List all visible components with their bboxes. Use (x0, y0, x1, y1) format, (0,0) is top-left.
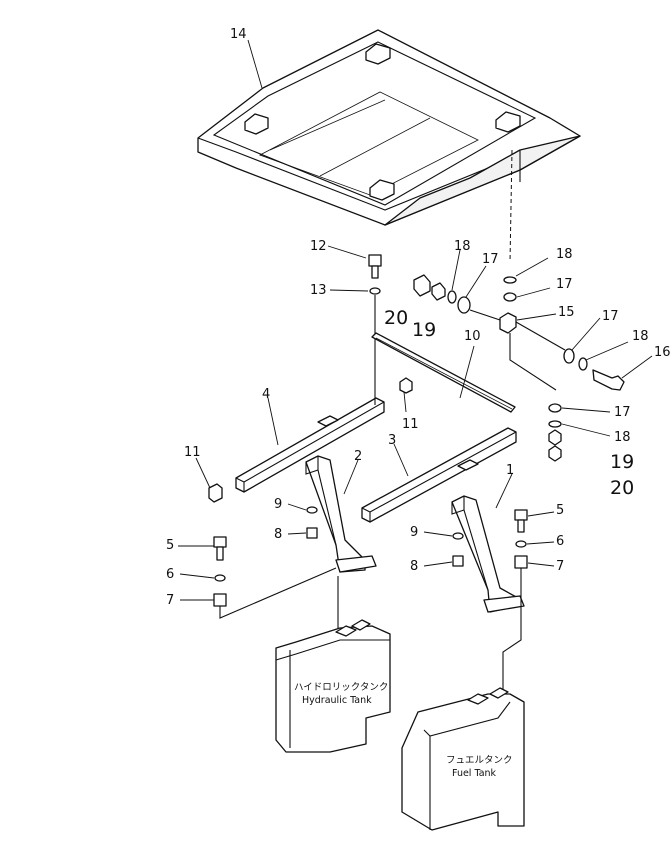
callout-18-bolt: 18 (632, 329, 649, 344)
callout-7-right: 7 (556, 559, 564, 574)
bolt-12 (368, 254, 382, 279)
callout-17-lower: 17 (614, 405, 631, 420)
callout-10: 10 (464, 329, 481, 344)
fuel-tank-label-en: Fuel Tank (452, 768, 497, 779)
callout-7-left: 7 (166, 593, 174, 608)
callout-18-upper-right: 18 (556, 247, 573, 262)
callout-19-lower: 19 (610, 451, 634, 473)
fuel-tank-label-jp: フュエルタンク (446, 755, 513, 766)
callout-labels: 14 12 13 18 17 20 19 18 17 15 17 18 16 1… (166, 27, 671, 608)
washer-9-left (306, 506, 318, 514)
hydraulic-tank-label-jp: ハイドロリックタンク (294, 682, 388, 693)
callout-13: 13 (310, 283, 327, 298)
leader-lines (178, 39, 653, 601)
beam-3 (361, 427, 517, 523)
clamp-15 (499, 312, 566, 391)
fastener-set-right (502, 509, 528, 690)
bolt-8-right (452, 555, 464, 567)
washer-18-top (503, 276, 517, 284)
callout-17-upper-left: 17 (482, 252, 499, 267)
nut-stack-right (548, 403, 562, 462)
callout-9-right: 9 (410, 525, 418, 540)
fuel-tank (401, 687, 525, 831)
hydraulic-tank-label-en: Hydraulic Tank (302, 695, 372, 706)
callout-6-left: 6 (166, 567, 174, 582)
support-stand-1 (451, 495, 525, 613)
callout-8-right: 8 (410, 559, 418, 574)
callout-20-lower: 20 (610, 477, 634, 499)
callout-6-right: 6 (556, 534, 564, 549)
callout-12: 12 (310, 239, 327, 254)
callout-14: 14 (230, 27, 247, 42)
callout-5-right: 5 (556, 503, 564, 518)
beam-4 (235, 395, 385, 493)
bracket-11-mid (399, 377, 413, 394)
callout-3: 3 (388, 433, 396, 448)
dashed-alignment-line (509, 149, 513, 263)
callout-18-lower: 18 (614, 430, 631, 445)
nut-stack-left (413, 274, 501, 321)
washer-9-right (452, 532, 464, 540)
callout-2: 2 (354, 449, 362, 464)
bar-10 (371, 332, 516, 413)
washer-13 (369, 287, 381, 295)
bolt-16-assembly (563, 348, 625, 391)
callout-8-left: 8 (274, 527, 282, 542)
bracket-11-left (208, 483, 223, 503)
callout-19-upper: 19 (412, 319, 436, 341)
callout-9-left: 9 (274, 497, 282, 512)
support-stand-2 (305, 455, 377, 573)
callout-11-mid: 11 (402, 417, 419, 432)
callout-11-left: 11 (184, 445, 201, 460)
cover-plate (197, 29, 581, 226)
callout-16: 16 (654, 345, 671, 360)
callout-4: 4 (262, 387, 270, 402)
washer-17-top (503, 292, 517, 302)
callout-5-left: 5 (166, 538, 174, 553)
callout-1: 1 (506, 463, 514, 478)
callout-20-upper: 20 (384, 307, 408, 329)
callout-17-upper-right: 17 (556, 277, 573, 292)
bolt-8-left (306, 527, 318, 539)
hydraulic-tank (275, 619, 391, 753)
callout-18-upper-left: 18 (454, 239, 471, 254)
callout-15: 15 (558, 305, 575, 320)
fastener-set-left (213, 536, 337, 619)
callout-17-bolt: 17 (602, 309, 619, 324)
